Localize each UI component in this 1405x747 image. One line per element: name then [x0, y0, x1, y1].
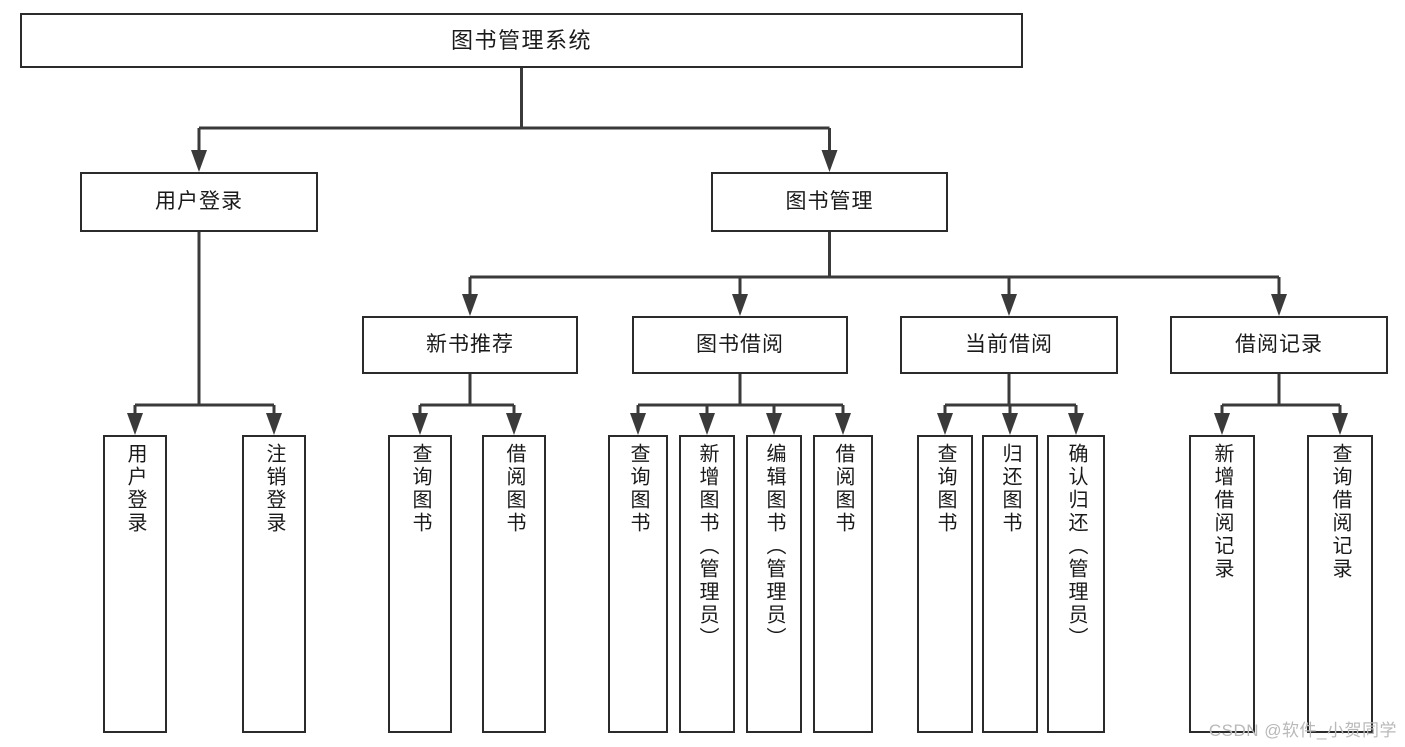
- node-label-leaf-bo-add: 新增图书（管理员）: [696, 443, 718, 650]
- node-root[interactable]: 图书管理系统: [20, 13, 1023, 68]
- arrowhead-leaf-cu-query: [937, 413, 953, 435]
- arrowhead-leaf-bo-query: [630, 413, 646, 435]
- node-leaf-nb-borrow[interactable]: 借阅图书: [482, 435, 546, 733]
- node-leaf-rc-query[interactable]: 查询借阅记录: [1307, 435, 1373, 733]
- node-leaf-nb-query[interactable]: 查询图书: [388, 435, 452, 733]
- node-label-leaf-nb-borrow: 借阅图书: [503, 443, 525, 535]
- node-label-bookmgr: 图书管理: [785, 189, 874, 213]
- arrowhead-leaf-nb-query: [412, 413, 428, 435]
- arrowhead-leaf-bo-lend: [835, 413, 851, 435]
- arrowhead-leaf-user-login: [127, 413, 143, 435]
- node-label-leaf-bo-query: 查询图书: [627, 443, 649, 535]
- arrowhead-leaf-rc-add: [1214, 413, 1230, 435]
- node-leaf-cu-confirm[interactable]: 确认归还（管理员）: [1047, 435, 1105, 733]
- arrowhead-leaf-nb-borrow: [506, 413, 522, 435]
- watermark-text: CSDN @软件_小贺同学: [1208, 721, 1397, 740]
- arrowhead-borrow: [732, 294, 748, 316]
- arrowhead-bookmgr: [821, 150, 838, 172]
- arrowhead-leaf-bo-add: [699, 413, 715, 435]
- node-label-newbook: 新书推荐: [426, 332, 514, 356]
- node-label-leaf-bo-lend: 借阅图书: [832, 443, 854, 535]
- arrowhead-leaf-bo-edit: [766, 413, 782, 435]
- node-leaf-rc-add[interactable]: 新增借阅记录: [1189, 435, 1255, 733]
- node-leaf-user-login[interactable]: 用户登录: [103, 435, 167, 733]
- node-borrow[interactable]: 图书借阅: [632, 316, 848, 374]
- node-label-leaf-bo-edit: 编辑图书（管理员）: [763, 443, 785, 650]
- node-label-leaf-nb-query: 查询图书: [409, 443, 431, 535]
- node-leaf-user-logout[interactable]: 注销登录: [242, 435, 306, 733]
- arrowhead-records: [1271, 294, 1287, 316]
- arrowhead-newbook: [462, 294, 478, 316]
- node-label-borrow: 图书借阅: [696, 332, 784, 356]
- node-current[interactable]: 当前借阅: [900, 316, 1118, 374]
- node-label-records: 借阅记录: [1235, 332, 1323, 356]
- arrowhead-current: [1001, 294, 1017, 316]
- node-newbook[interactable]: 新书推荐: [362, 316, 578, 374]
- node-label-leaf-rc-add: 新增借阅记录: [1211, 443, 1233, 581]
- arrowhead-login: [191, 150, 207, 172]
- node-label-leaf-rc-query: 查询借阅记录: [1329, 443, 1351, 581]
- node-leaf-cu-return[interactable]: 归还图书: [982, 435, 1038, 733]
- node-leaf-cu-query[interactable]: 查询图书: [917, 435, 973, 733]
- node-records[interactable]: 借阅记录: [1170, 316, 1388, 374]
- node-label-leaf-cu-confirm: 确认归还（管理员）: [1065, 443, 1087, 650]
- arrowhead-leaf-user-logout: [266, 413, 282, 435]
- arrowhead-leaf-cu-return: [1002, 413, 1018, 435]
- node-login[interactable]: 用户登录: [80, 172, 318, 232]
- node-label-current: 当前借阅: [965, 332, 1053, 356]
- node-label-leaf-cu-query: 查询图书: [934, 443, 956, 535]
- node-label-login: 用户登录: [155, 189, 243, 213]
- node-leaf-bo-edit[interactable]: 编辑图书（管理员）: [746, 435, 802, 733]
- arrowhead-leaf-cu-confirm: [1068, 413, 1084, 435]
- node-bookmgr[interactable]: 图书管理: [711, 172, 948, 232]
- node-leaf-bo-add[interactable]: 新增图书（管理员）: [679, 435, 735, 733]
- node-label-leaf-user-login: 用户登录: [124, 443, 146, 535]
- node-leaf-bo-query[interactable]: 查询图书: [608, 435, 668, 733]
- arrowhead-leaf-rc-query: [1332, 413, 1348, 435]
- node-leaf-bo-lend[interactable]: 借阅图书: [813, 435, 873, 733]
- node-label-root: 图书管理系统: [450, 27, 592, 53]
- node-label-leaf-user-logout: 注销登录: [263, 443, 285, 535]
- node-label-leaf-cu-return: 归还图书: [999, 443, 1021, 535]
